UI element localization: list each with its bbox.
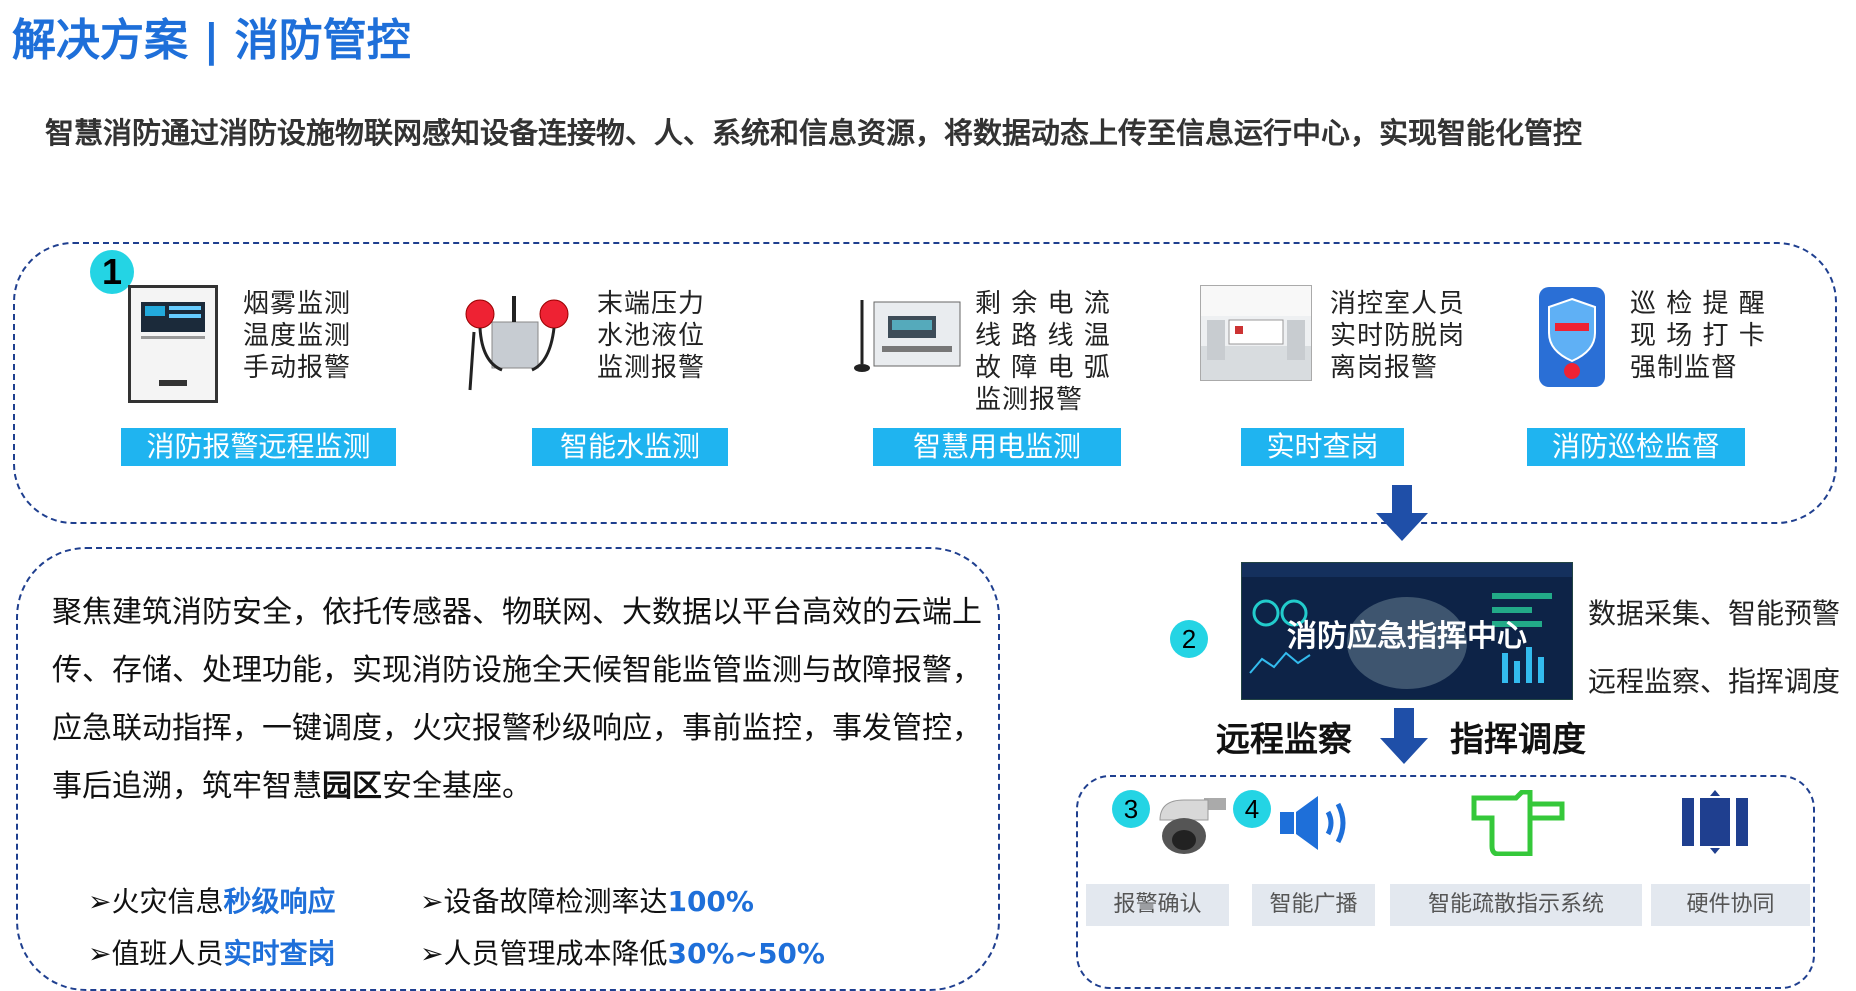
step-badge-3: 3	[1112, 790, 1150, 828]
module-electrical-features: 剩 余 电 流 线 路 线 温 故 障 电 弧 监测报警	[975, 289, 1111, 415]
pressure-sensor-image	[462, 292, 572, 392]
speaker-icon	[1278, 792, 1358, 854]
step-badge-2: 2	[1170, 620, 1208, 658]
module-duty-check-label: 实时查岗	[1241, 428, 1404, 466]
module-water-label: 智能水监测	[532, 428, 728, 466]
bullet-fault-detection: ➢设备故障检测率达100%	[420, 885, 754, 918]
monitoring-modules-panel	[13, 242, 1837, 524]
module-water-features: 末端压力 水池液位 监测报警	[597, 289, 706, 383]
patrol-button-image	[1537, 285, 1607, 389]
page-subtitle: 智慧消防通过消防设施物联网感知设备连接物、人、系统和信息资源，将数据动态上传至信…	[45, 116, 1583, 150]
control-room-image	[1200, 285, 1312, 381]
center-capability-2: 远程监察、指挥调度	[1588, 665, 1841, 698]
step-badge-4: 4	[1233, 790, 1271, 828]
bullet-duty-check: ➢值班人员实时查岗	[88, 937, 336, 970]
center-capability-1: 数据采集、智能预警	[1588, 597, 1841, 630]
description-text: 聚焦建筑消防安全，依托传感器、物联网、大数据以平台高效的云端上传、存储、处理功能…	[52, 595, 982, 804]
evacuation-system-label: 智能疏散指示系统	[1390, 884, 1642, 926]
page-title: 解决方案 | 消防管控	[12, 15, 411, 66]
pointing-hand-icon	[1470, 789, 1566, 857]
response-functions-panel	[1076, 775, 1815, 989]
step-badge-1: 1	[90, 250, 134, 294]
description-tail: 安全基座。	[382, 769, 532, 804]
fire-alarm-panel-image	[128, 285, 218, 403]
description-paragraph: 聚焦建筑消防安全，依托传感器、物联网、大数据以平台高效的云端上传、存储、处理功能…	[52, 584, 997, 816]
alarm-confirm-label: 报警确认	[1086, 884, 1229, 926]
module-electrical-label: 智慧用电监测	[873, 428, 1121, 466]
command-dispatch-label: 指挥调度	[1450, 720, 1586, 760]
down-arrow-icon	[1378, 708, 1430, 764]
module-duty-check-features: 消控室人员 实时防脱岗 离岗报警	[1330, 289, 1466, 383]
bullet-fire-response: ➢火灾信息秒级响应	[88, 885, 336, 918]
camera-icon	[1150, 790, 1230, 860]
bullet-cost-reduction: ➢人员管理成本降低30%~50%	[420, 937, 825, 970]
command-center-dashboard: 消防应急指挥中心	[1241, 562, 1573, 700]
module-fire-alarm-features: 烟雾监测 温度监测 手动报警	[243, 289, 352, 383]
down-arrow-icon	[1374, 485, 1430, 541]
module-fire-alarm-label: 消防报警远程监测	[121, 428, 396, 466]
smart-broadcast-label: 智能广播	[1252, 884, 1375, 926]
remote-inspection-label: 远程监察	[1216, 720, 1352, 760]
description-bold: 园区	[322, 769, 382, 804]
hardware-sync-label: 硬件协同	[1651, 884, 1810, 926]
module-patrol-label: 消防巡检监督	[1527, 428, 1745, 466]
electrical-monitor-image	[852, 290, 962, 378]
module-patrol-features: 巡 检 提 醒 现 场 打 卡 强制监督	[1630, 289, 1766, 383]
hardware-sync-icon	[1680, 790, 1750, 854]
command-center-title: 消防应急指挥中心	[1287, 619, 1527, 654]
